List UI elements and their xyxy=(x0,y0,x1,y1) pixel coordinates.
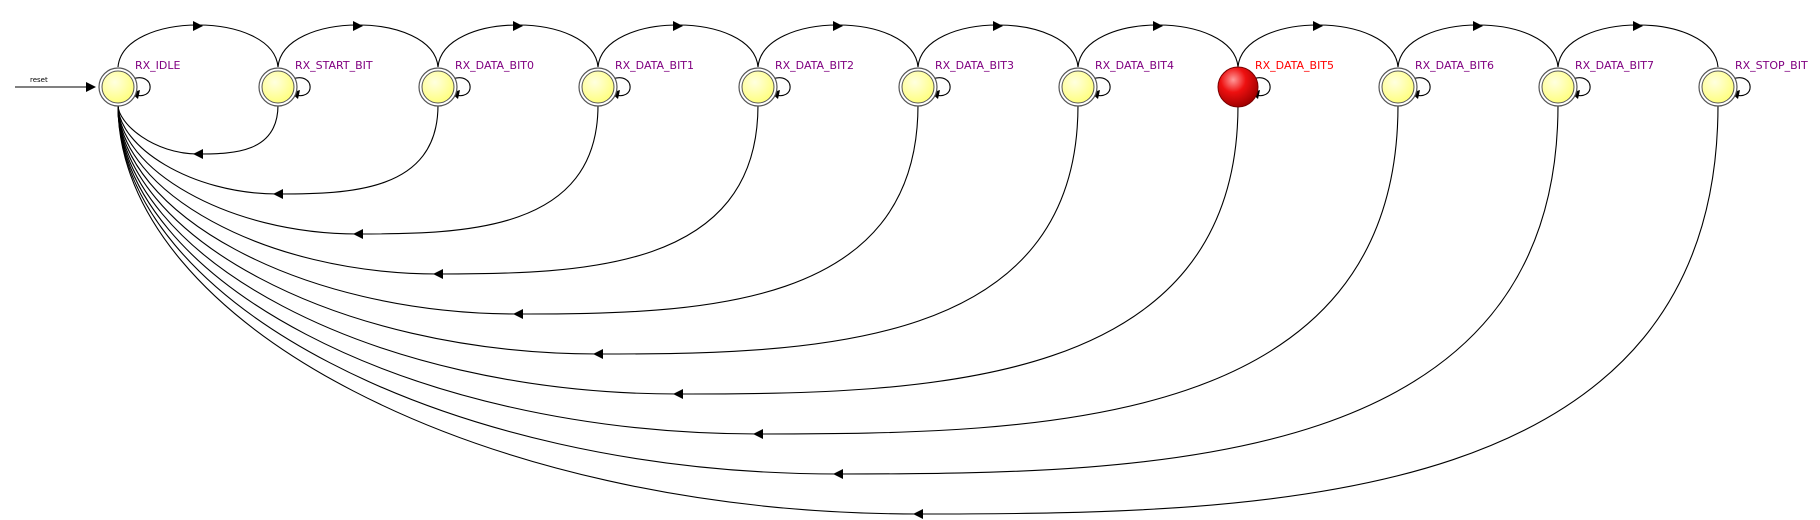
transition-arrowhead xyxy=(353,21,363,31)
state-label: RX_IDLE xyxy=(135,59,181,72)
state-inner-circle xyxy=(1381,70,1415,104)
transition-return xyxy=(117,104,1719,519)
state-label: RX_DATA_BIT4 xyxy=(1095,59,1174,72)
state-node[interactable] xyxy=(738,67,778,107)
state-label: RX_DATA_BIT2 xyxy=(775,59,854,72)
reset-label: reset xyxy=(30,76,48,84)
state-labels: RX_IDLE RX_START_BIT RX_DATA_BIT0 RX_DATA_B… xyxy=(135,59,1808,72)
return-transitions xyxy=(117,104,1719,519)
state-node[interactable] xyxy=(1378,67,1418,107)
transition-arrowhead xyxy=(673,389,683,399)
state-inner-circle xyxy=(1061,70,1095,104)
state-node[interactable] xyxy=(1698,67,1738,107)
transition-arrowhead xyxy=(513,21,523,31)
state-label: RX_DATA_BIT0 xyxy=(455,59,534,72)
state-inner-circle xyxy=(901,70,935,104)
state-node[interactable] xyxy=(98,67,138,107)
active-state-node[interactable] xyxy=(1217,66,1259,108)
transition-arrowhead xyxy=(1473,21,1483,31)
transition-return xyxy=(117,104,1399,439)
transition-arrowhead xyxy=(193,21,203,31)
transition-arrowhead xyxy=(593,349,603,359)
transition-arrowhead xyxy=(1153,21,1163,31)
transition-arrowhead xyxy=(1313,21,1323,31)
transition-return xyxy=(117,104,1559,479)
transition-forward xyxy=(1397,21,1559,68)
state-label: RX_STOP_BIT xyxy=(1735,59,1808,72)
state-node[interactable] xyxy=(1217,66,1259,108)
state-label: RX_DATA_BIT1 xyxy=(615,59,694,72)
transition-forward xyxy=(1237,21,1399,68)
transition-arrowhead xyxy=(273,189,283,199)
state-node[interactable] xyxy=(258,67,298,107)
transition-arrowhead xyxy=(913,509,923,519)
self-loop-transitions xyxy=(131,77,1751,99)
transition-arrowhead xyxy=(1633,21,1643,31)
state-node[interactable] xyxy=(418,67,458,107)
state-label: RX_START_BIT xyxy=(295,59,373,72)
state-inner-circle xyxy=(741,70,775,104)
transition-arrowhead xyxy=(833,21,843,31)
transition-forward xyxy=(917,21,1079,68)
transition-forward xyxy=(117,21,279,68)
forward-transitions xyxy=(117,21,1719,68)
transition-return xyxy=(117,104,759,279)
transition-arrowhead xyxy=(993,21,1003,31)
transition-arrowhead xyxy=(673,21,683,31)
state-inner-circle xyxy=(1701,70,1735,104)
transition-forward xyxy=(1077,21,1239,68)
transition-forward xyxy=(1557,21,1719,68)
state-node[interactable] xyxy=(898,67,938,107)
transition-forward xyxy=(277,21,439,68)
transition-return xyxy=(117,104,279,159)
transition-forward xyxy=(757,21,919,68)
state-label: RX_DATA_BIT3 xyxy=(935,59,1014,72)
reset-transition: reset xyxy=(15,76,96,92)
transition-return xyxy=(117,104,1079,359)
states xyxy=(98,66,1738,108)
transition-return xyxy=(117,104,1239,399)
state-label: RX_DATA_BIT7 xyxy=(1575,59,1654,72)
state-node[interactable] xyxy=(1058,67,1098,107)
transition-return xyxy=(117,104,599,239)
state-inner-circle xyxy=(581,70,615,104)
state-inner-circle xyxy=(1541,70,1575,104)
state-node[interactable] xyxy=(1538,67,1578,107)
state-label: RX_DATA_BIT5 xyxy=(1255,59,1334,72)
transition-return xyxy=(117,104,919,319)
state-node[interactable] xyxy=(578,67,618,107)
state-inner-circle xyxy=(421,70,455,104)
transition-forward xyxy=(437,21,599,68)
transition-arrowhead xyxy=(353,229,363,239)
transition-arrowhead xyxy=(833,469,843,479)
transition-arrowhead xyxy=(753,429,763,439)
state-label: RX_DATA_BIT6 xyxy=(1415,59,1494,72)
state-inner-circle xyxy=(261,70,295,104)
transition-forward xyxy=(597,21,759,68)
transition-arrowhead xyxy=(433,269,443,279)
transition-return xyxy=(117,104,439,199)
state-inner-circle xyxy=(101,70,135,104)
transition-arrowhead xyxy=(513,309,523,319)
transition-arrowhead xyxy=(193,149,203,159)
